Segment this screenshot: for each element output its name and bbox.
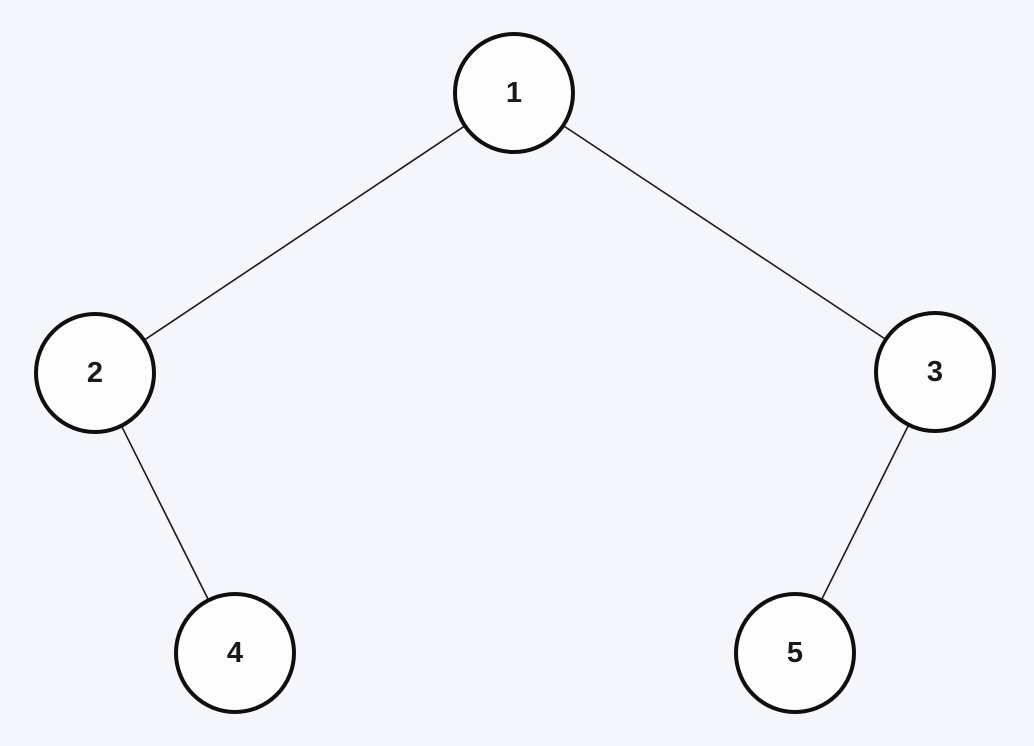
tree-node-2: 2 xyxy=(34,312,156,434)
tree-node-label: 1 xyxy=(505,76,523,109)
tree-node-label: 2 xyxy=(86,356,104,389)
tree-node-4: 4 xyxy=(174,592,296,714)
tree-edge-1-3 xyxy=(513,92,936,373)
tree-edge-1-2 xyxy=(94,92,515,374)
tree-node-5: 5 xyxy=(734,592,856,714)
tree-node-label: 4 xyxy=(226,636,244,669)
tree-node-3: 3 xyxy=(874,311,996,433)
tree-node-label: 5 xyxy=(786,636,804,669)
tree-node-label: 3 xyxy=(926,355,944,388)
tree-node-1: 1 xyxy=(453,32,575,154)
